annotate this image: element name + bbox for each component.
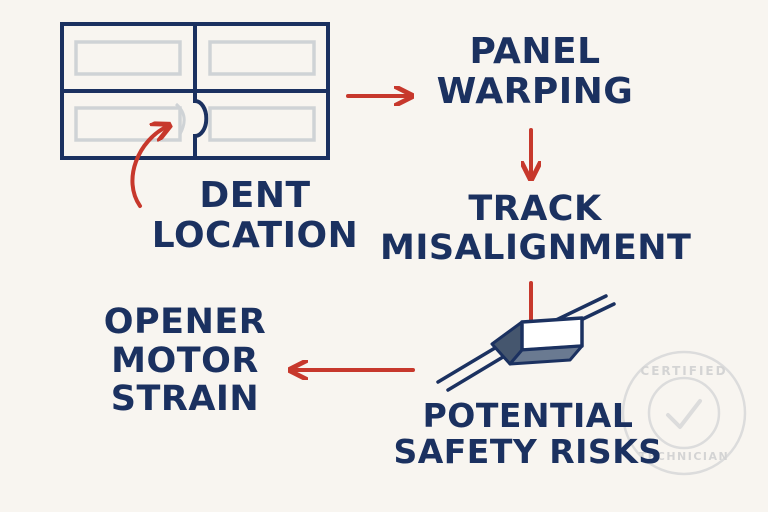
garage-door-panel-icon (60, 22, 330, 160)
label-potential-safety-risks: POTENTIAL SAFETY RISKS (393, 396, 663, 472)
certified-seal (621, 350, 747, 476)
garage-door-opener-icon (436, 294, 616, 392)
seal-bottom-text: TECHNICIAN (638, 450, 730, 463)
seal-top-text: CERTIFIED (640, 364, 728, 378)
checkmark-icon (666, 399, 702, 429)
label-track-misalignment: TRACK MISALIGNMENT (380, 189, 692, 268)
arrow-dent-to-door (130, 126, 168, 208)
label-dent-location: DENT LOCATION (151, 175, 359, 256)
label-opener-motor-strain: OPENER MOTOR STRAIN (103, 302, 267, 419)
label-panel-warping: PANEL WARPING (436, 31, 634, 112)
